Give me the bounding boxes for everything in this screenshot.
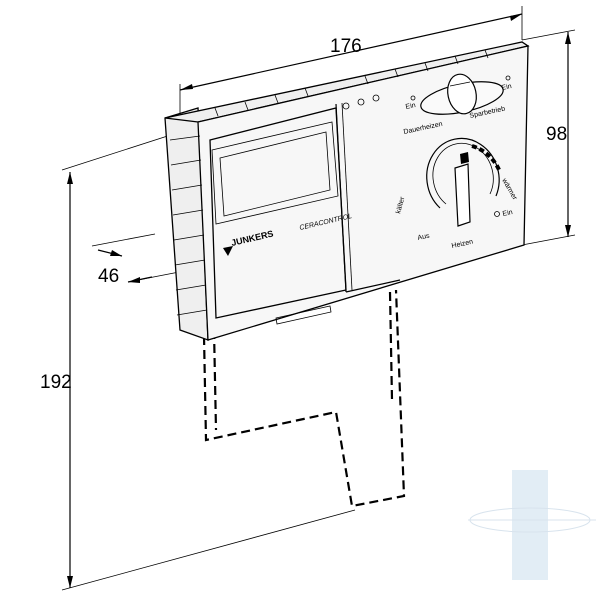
knob-mode-label: Heizen <box>451 239 474 250</box>
small-button-3[interactable] <box>372 94 380 102</box>
small-button-2[interactable] <box>357 98 365 106</box>
junkers-logo-icon <box>223 246 233 256</box>
watermark <box>468 470 596 580</box>
dimension-total-height-label: 192 <box>40 372 72 393</box>
knob-grip[interactable] <box>454 163 471 227</box>
dimension-height-label: 98 <box>546 124 567 145</box>
indicator-led-left <box>410 95 416 101</box>
dimension-width-label: 176 <box>330 36 362 57</box>
indicator-led-right <box>505 75 511 81</box>
mode-rocker-switch[interactable] <box>418 72 506 121</box>
dimension-depth-label: 46 <box>98 266 119 287</box>
switch-right-on-label: Ein <box>501 83 512 92</box>
thermostat-device <box>164 41 530 341</box>
knob-indicator-led <box>494 211 500 217</box>
knob-colder-label: kälter <box>395 196 406 215</box>
top-ribs <box>214 49 489 117</box>
mounting-bracket-outline <box>202 289 406 508</box>
switch-left-on-label: Ein <box>405 102 416 111</box>
temperature-knob[interactable] <box>426 137 502 227</box>
side-ribs <box>169 135 208 316</box>
small-button-1[interactable] <box>342 102 350 110</box>
front-cover <box>209 107 347 319</box>
knob-off-label: Aus <box>417 232 431 241</box>
knob-on-label: Ein <box>502 209 513 218</box>
